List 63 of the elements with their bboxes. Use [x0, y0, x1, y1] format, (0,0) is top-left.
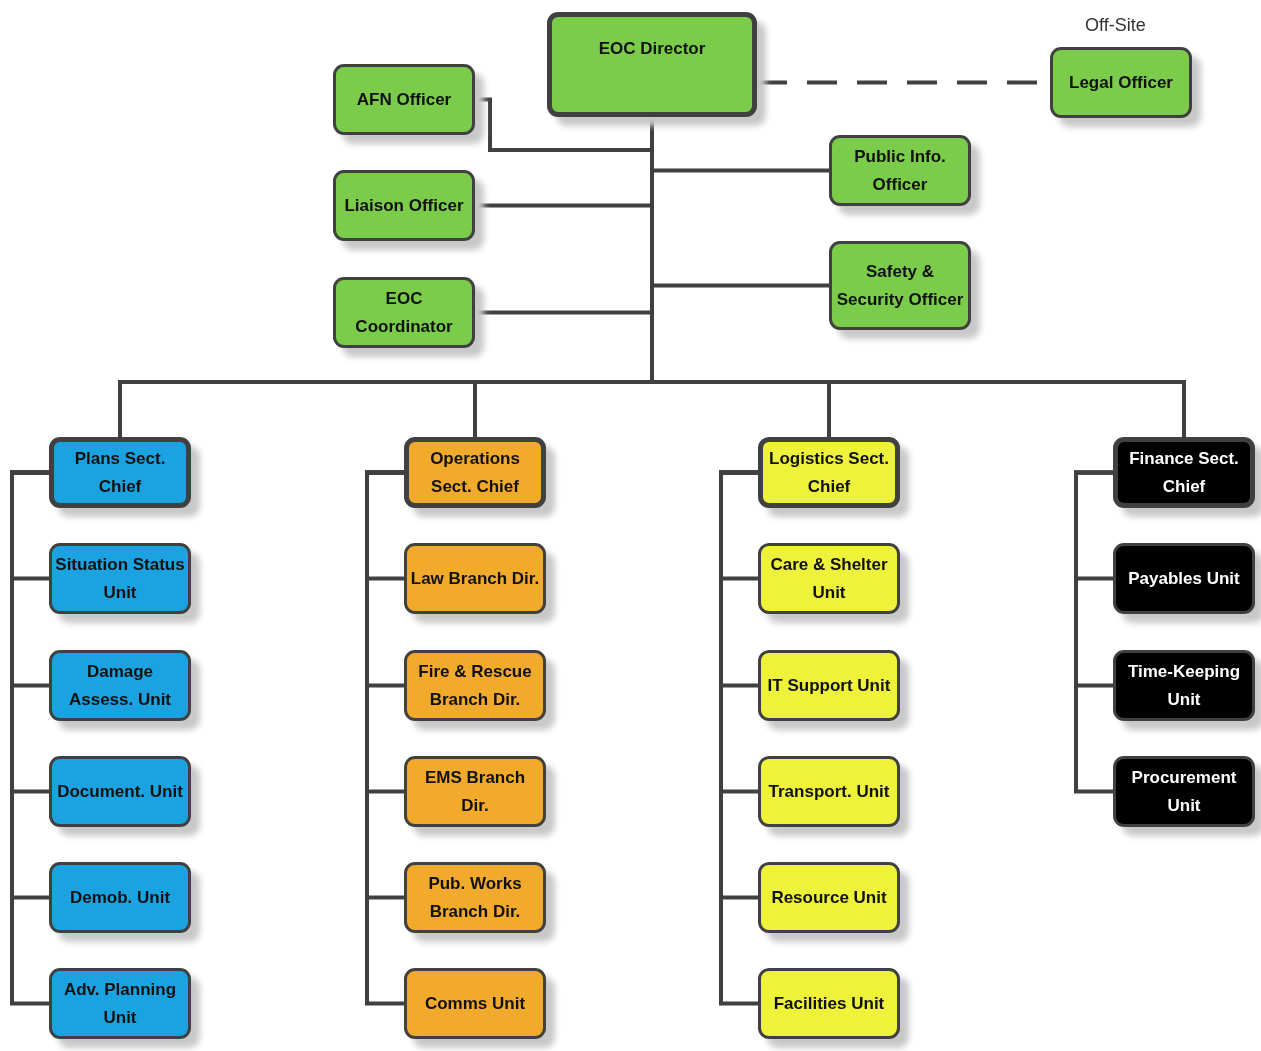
node-label: Facilities Unit	[772, 992, 886, 1015]
node-note: Off-Site	[1085, 15, 1146, 36]
node-label: Law Branch Dir.	[409, 567, 541, 590]
node-label: Pub. Works Branch Dir.	[427, 872, 523, 923]
connector-line	[1074, 470, 1113, 794]
node-label: IT Support Unit	[766, 674, 892, 697]
node-label: Public Info. Officer	[853, 145, 947, 196]
node-label: Finance Sect. Chief	[1128, 447, 1240, 498]
node-label: EOC Director	[597, 38, 707, 60]
unit-box	[49, 968, 191, 1039]
node-label: Logistics Sect. Chief	[768, 447, 890, 498]
section-chief-box	[49, 437, 191, 508]
node-label: Liaison Officer	[343, 194, 465, 217]
connector-line	[365, 470, 404, 1006]
connector-line	[10, 470, 49, 1006]
node-label: Procurement Unit	[1130, 766, 1238, 817]
unit-box	[404, 862, 546, 933]
unit-box	[1113, 543, 1255, 614]
unit-box	[1113, 650, 1255, 721]
officer-box	[333, 170, 475, 241]
node-label: Situation Status Unit	[54, 553, 186, 604]
node-label: EOC Coordinator	[354, 287, 454, 338]
unit-box	[1113, 756, 1255, 827]
node-label: Demob. Unit	[68, 886, 172, 909]
node-label: Plans Sect. Chief	[73, 447, 167, 498]
section-chief-box	[1113, 437, 1255, 508]
node-label: Operations Sect. Chief	[429, 447, 521, 498]
section-chief-box	[758, 437, 900, 508]
unit-box	[404, 756, 546, 827]
unit-box	[758, 543, 900, 614]
node-label: Damage Assess. Unit	[67, 660, 172, 711]
officer-box	[1050, 47, 1192, 118]
officer-box	[829, 135, 971, 206]
unit-box	[404, 650, 546, 721]
node-label: Document. Unit	[56, 780, 184, 803]
connector-line	[719, 470, 758, 1006]
node-label: AFN Officer	[355, 88, 453, 111]
section-chief-box	[404, 437, 546, 508]
unit-box	[404, 968, 546, 1039]
unit-box	[758, 756, 900, 827]
node-label: Time-Keeping Unit	[1126, 660, 1242, 711]
node-label: Safety & Security Officer	[835, 260, 965, 311]
unit-box	[758, 650, 900, 721]
officer-box	[333, 64, 475, 135]
director-box	[547, 12, 757, 117]
node-label: EMS Branch Dir.	[423, 766, 527, 817]
node-label: Adv. Planning Unit	[62, 978, 178, 1029]
unit-box	[49, 862, 191, 933]
unit-box	[49, 650, 191, 721]
officer-box	[829, 241, 971, 330]
coordinator-box	[333, 277, 475, 348]
unit-box	[758, 862, 900, 933]
node-label: Legal Officer	[1068, 71, 1174, 94]
node-label: Care & Shelter Unit	[769, 553, 889, 604]
unit-box	[49, 543, 191, 614]
node-label: Payables Unit	[1127, 567, 1241, 590]
unit-box	[404, 543, 546, 614]
node-label: Comms Unit	[423, 992, 527, 1015]
node-label: Resource Unit	[770, 886, 888, 909]
node-label: Fire & Rescue Branch Dir.	[417, 660, 533, 711]
node-label: Transport. Unit	[767, 780, 891, 803]
unit-box	[49, 756, 191, 827]
unit-box	[758, 968, 900, 1039]
